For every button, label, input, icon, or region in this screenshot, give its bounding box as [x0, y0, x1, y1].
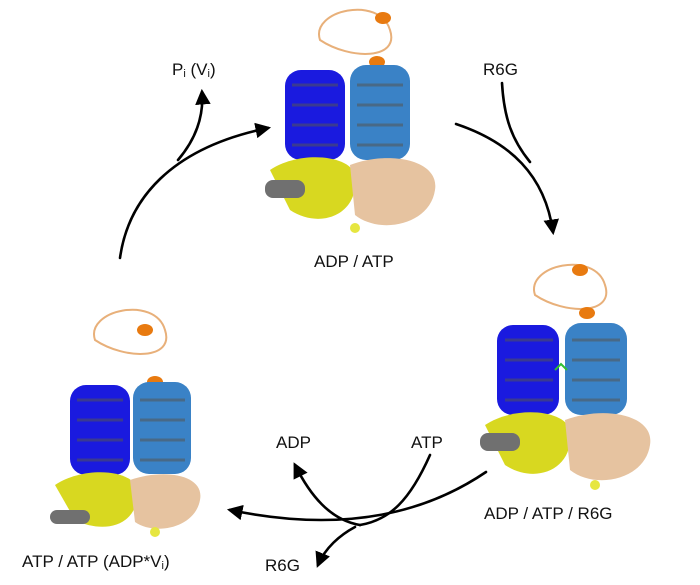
protein-structure-left: [50, 308, 201, 537]
atp-in-label: ATP: [411, 433, 443, 452]
r6g-in-label: R6G: [483, 60, 518, 79]
arrow-r6g-in: [500, 81, 532, 164]
arrow-right-to-left: [226, 470, 488, 522]
arrow-atp-in: [358, 453, 432, 527]
arrow-left-to-top: [118, 122, 272, 260]
r6g-out-label: R6G: [265, 556, 300, 575]
arrow-adp-out: [293, 462, 362, 527]
pi-vi-label: Pi (Vi): [172, 60, 216, 80]
protein-structure-top: [265, 8, 436, 233]
state-right-label: ADP / ATP / R6G: [484, 504, 613, 523]
state-top-label: ADP / ATP: [314, 252, 394, 271]
protein-structure-right: [480, 263, 651, 490]
state-left-label: ATP / ATP (ADP*Vi): [22, 552, 170, 572]
adp-out-label: ADP: [276, 433, 311, 452]
arrow-pi-release: [176, 88, 211, 162]
arrow-r6g-out: [315, 525, 357, 568]
arrow-top-to-right: [454, 122, 559, 236]
